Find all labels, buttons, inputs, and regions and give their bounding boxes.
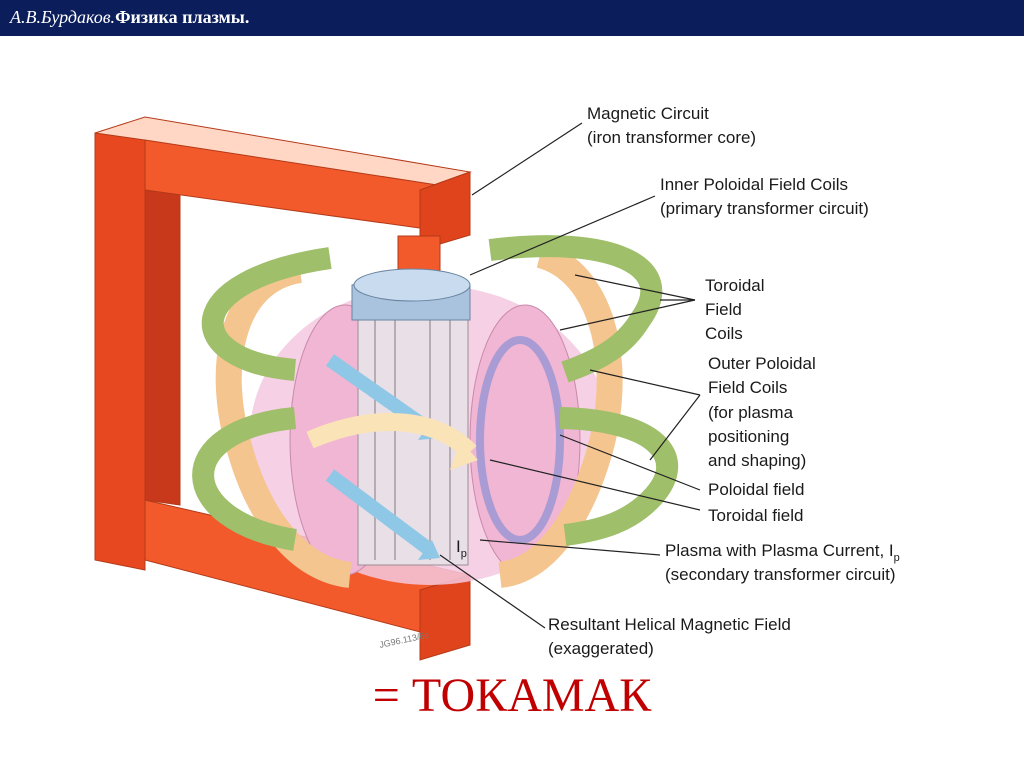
field-arrows [306,354,478,560]
label-toroidal-1: Toroidal [705,276,765,295]
label-plasma-current-subscript: p [894,552,900,564]
label-outer-poloidal-4: positioning [708,427,789,446]
header-subject: Физика плазмы. [115,7,250,27]
label-outer-poloidal-2: Field Coils [708,378,787,397]
ip-marker-subscript: p [461,548,467,560]
label-plasma-current-text: Plasma with Plasma Current, I [665,541,894,560]
ip-marker-text: I [456,537,461,556]
header-title: А.В.Бурдаков.Физика плазмы. [10,7,249,28]
label-toroidal-2: Field [705,300,742,319]
label-inner-poloidal: Inner Poloidal Field Coils [660,175,848,194]
label-exaggerated: (exaggerated) [548,639,654,658]
label-outer-poloidal-5: and shaping) [708,451,806,470]
header-author: А.В.Бурдаков. [10,7,116,27]
label-secondary-circuit: (secondary transformer circuit) [665,565,896,584]
label-plasma-current: Plasma with Plasma Current, Ip [665,541,900,564]
label-toroidal-field: Toroidal field [708,506,803,525]
label-outer-poloidal-3: (for plasma [708,403,794,422]
bottom-title: = ТОКАМАК [372,669,652,722]
leader-lines [439,122,701,629]
slide-header: А.В.Бурдаков.Физика плазмы. [0,0,1024,36]
tokamak-diagram: Magnetic Circuit (iron transformer core)… [94,104,900,661]
label-toroidal-3: Coils [705,324,743,343]
ip-marker: Ip [456,537,467,560]
outer-poloidal-coils [192,235,679,551]
label-iron-core: (iron transformer core) [587,128,756,147]
label-primary-circuit: (primary transformer circuit) [660,199,869,218]
label-poloidal-field: Poloidal field [708,480,804,499]
label-magnetic-circuit: Magnetic Circuit [587,104,709,123]
toroidal-field-coils [215,242,623,588]
label-outer-poloidal-1: Outer Poloidal [708,354,816,373]
label-resultant: Resultant Helical Magnetic Field [548,615,791,634]
